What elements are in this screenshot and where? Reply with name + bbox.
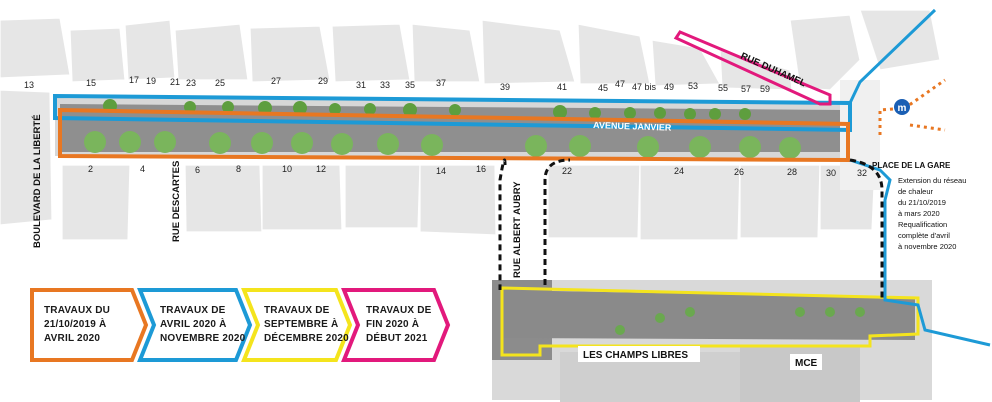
house-number: 32 [857,168,867,178]
house-number: 28 [787,167,797,177]
house-number: 57 [741,84,751,94]
house-number: 31 [356,80,366,90]
mce-text: MCE [795,358,818,369]
orange-dotted-gare-2 [909,123,946,132]
house-number: 8 [236,164,241,174]
house-number: 10 [282,164,292,174]
house-number: 45 [598,83,608,93]
legend-line: TRAVAUX DU [44,305,110,316]
blue-line-east [849,158,991,347]
legend-item-blue: TRAVAUX DE AVRIL 2020 À NOVEMBRE 2020 [137,288,253,362]
legend-item-yellow: TRAVAUX DE SEPTEMBRE À DÉCEMBRE 2020 [241,288,353,362]
champs-libres-text: LES CHAMPS LIBRES [583,350,688,361]
legend-line: TRAVAUX DE [366,305,432,316]
legend-line: DÉBUT 2021 [366,331,428,344]
house-number: 16 [476,164,486,174]
magenta-zone-duhamel [673,30,832,106]
house-number: 39 [500,82,510,92]
place-gare-note-line: complète d'avril [898,231,950,240]
house-number: 59 [760,84,770,94]
house-number: 13 [24,80,34,90]
legend-line: TRAVAUX DE [264,305,330,316]
legend-item-magenta: TRAVAUX DE FIN 2020 À DÉBUT 2021 [341,288,451,362]
place-gare-title: PLACE DE LA GARE [872,161,951,170]
house-number: 26 [734,167,744,177]
house-number: 35 [405,80,415,90]
legend-line: NOVEMBRE 2020 [160,333,246,344]
legend-line: AVRIL 2020 À [160,317,227,330]
house-number: 15 [86,78,96,88]
orange-zone-janvier [58,107,850,163]
legend-line: TRAVAUX DE [160,305,226,316]
dashed-connector-gare [849,158,884,298]
legend-line: AVRIL 2020 [44,333,100,344]
blue-line-gare [848,8,937,104]
house-number: 2 [88,164,93,174]
street-avenue-janvier: AVENUE JANVIER [593,120,672,133]
building-blocks [0,9,941,241]
dashed-connector-aubry [498,158,507,290]
house-number: 55 [718,83,728,93]
house-number: 53 [688,81,698,91]
metro-icon: m [894,99,910,115]
house-numbers-south: 2 4 6 8 10 12 14 16 22 24 26 28 30 32 [88,164,867,178]
legend-line: SEPTEMBRE À [264,317,338,330]
house-number: 41 [557,82,567,92]
house-number: 47 [615,79,625,89]
house-number: 21 [170,77,180,87]
house-number: 14 [436,166,446,176]
dashed-connector-2 [543,158,571,285]
house-number: 12 [316,164,326,174]
house-number: 30 [826,168,836,178]
place-gare-note-line: de chaleur [898,187,934,196]
house-number: 25 [215,78,225,88]
house-number: 49 [664,82,674,92]
house-number: 17 [129,75,139,85]
house-number: 22 [562,166,572,176]
legend: TRAVAUX DU 21/10/2019 À AVRIL 2020 TRAVA… [30,288,451,362]
house-number: 37 [436,78,446,88]
house-number: 19 [146,76,156,86]
street-rue-albert-aubry: RUE ALBERT AUBRY [512,181,523,278]
legend-item-orange: TRAVAUX DU 21/10/2019 À AVRIL 2020 [30,288,149,362]
trees-south [84,131,801,159]
place-gare-note-line: Requalification [898,220,947,229]
place-de-la-gare-note: PLACE DE LA GARE Extension du réseau de … [872,161,966,251]
orange-dotted-gare [878,78,946,135]
house-number: 23 [186,78,196,88]
legend-line: DÉCEMBRE 2020 [264,331,349,344]
mce-label: MCE [790,354,822,370]
street-boulevard-liberte: BOULEVARD DE LA LIBERTÉ [32,114,43,248]
svg-text:m: m [898,103,907,114]
place-gare-note-line: du 21/10/2019 [898,198,946,207]
house-number: 4 [140,164,145,174]
champs-libres-label: LES CHAMPS LIBRES [578,346,700,362]
house-number: 47 bis [632,82,657,92]
legend-line: FIN 2020 À [366,317,419,330]
place-gare-note-line: à novembre 2020 [898,242,956,251]
place-gare-note-line: Extension du réseau [898,176,966,185]
house-number: 6 [195,165,200,175]
trees-north [103,99,751,120]
house-number: 33 [380,80,390,90]
trees-bottom [615,307,865,335]
house-number: 27 [271,76,281,86]
house-number: 24 [674,166,684,176]
place-gare-note-line: à mars 2020 [898,209,940,218]
street-rue-descartes: RUE DESCARTES [171,161,182,242]
legend-line: 21/10/2019 À [44,317,106,330]
house-number: 29 [318,76,328,86]
house-numbers-north: 13 15 17 19 21 23 25 27 29 31 33 35 37 3… [24,75,770,94]
